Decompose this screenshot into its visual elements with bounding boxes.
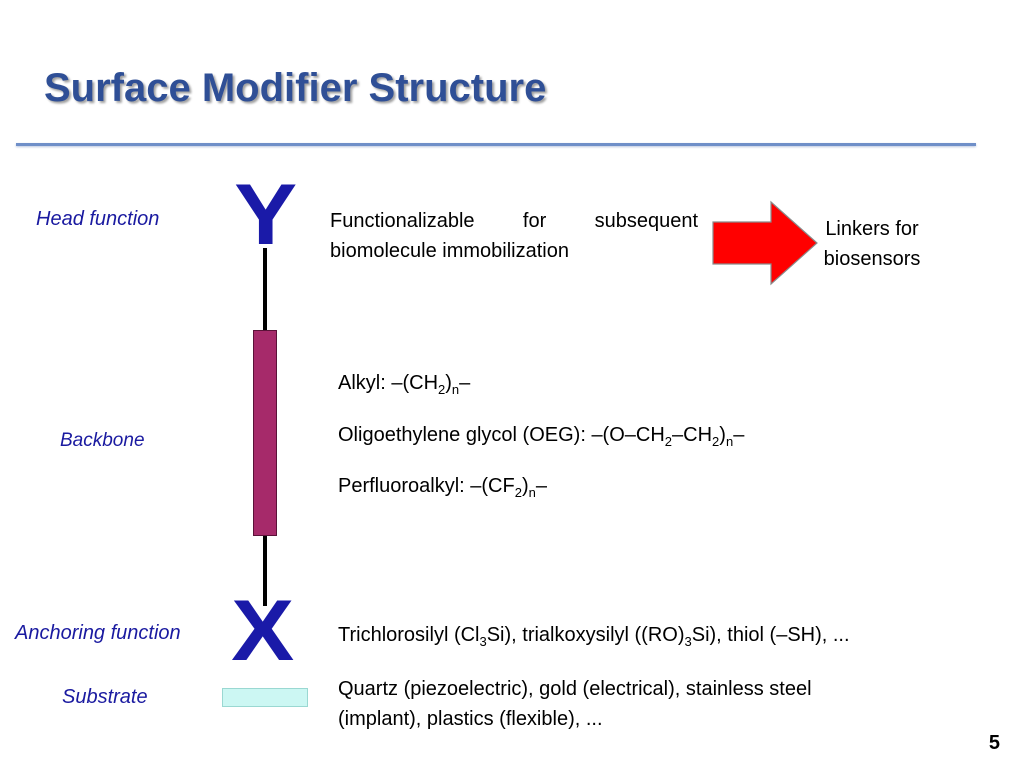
anchoring-function-label: Anchoring function: [15, 622, 181, 644]
slide-title: Surface Modifier Structure: [44, 66, 547, 110]
head-description-line1: Functionalizable for subsequent: [330, 210, 698, 232]
title-divider: [16, 143, 976, 146]
substrate-description-line2: (implant), plastics (flexible), ...: [338, 708, 603, 730]
linkers-result-line2: biosensors: [823, 248, 921, 270]
head-group-letter: Y: [234, 167, 298, 263]
backbone-label: Backbone: [60, 430, 145, 451]
page-number: 5: [988, 732, 1000, 754]
head-linker-line: [263, 248, 267, 332]
anchoring-description: Trichlorosilyl (Cl3Si), trialkoxysilyl (…: [338, 624, 850, 649]
head-description: Functionalizable for subsequent biomolec…: [330, 206, 698, 266]
anchor-group-letter: X: [231, 583, 295, 679]
substrate-label: Substrate: [62, 686, 148, 708]
backbone-bar: [253, 330, 277, 536]
substrate-description-line1: Quartz (piezoelectric), gold (electrical…: [338, 678, 812, 700]
substrate-block: [222, 688, 308, 707]
substrate-description: Quartz (piezoelectric), gold (electrical…: [338, 674, 812, 734]
backbone-alkyl: Alkyl: –(CH2)n–: [338, 372, 471, 397]
head-function-label: Head function: [36, 208, 160, 230]
backbone-perfluoroalkyl: Perfluoroalkyl: –(CF2)n–: [338, 475, 547, 500]
linkers-result-line1: Linkers for: [825, 218, 919, 240]
right-arrow-icon: [712, 200, 818, 286]
linkers-result: Linkers for biosensors: [802, 214, 942, 274]
head-description-line2: biomolecule immobilization: [330, 240, 569, 262]
backbone-oeg: Oligoethylene glycol (OEG): –(O–CH2–CH2)…: [338, 424, 745, 449]
anchor-linker-line: [263, 534, 267, 606]
